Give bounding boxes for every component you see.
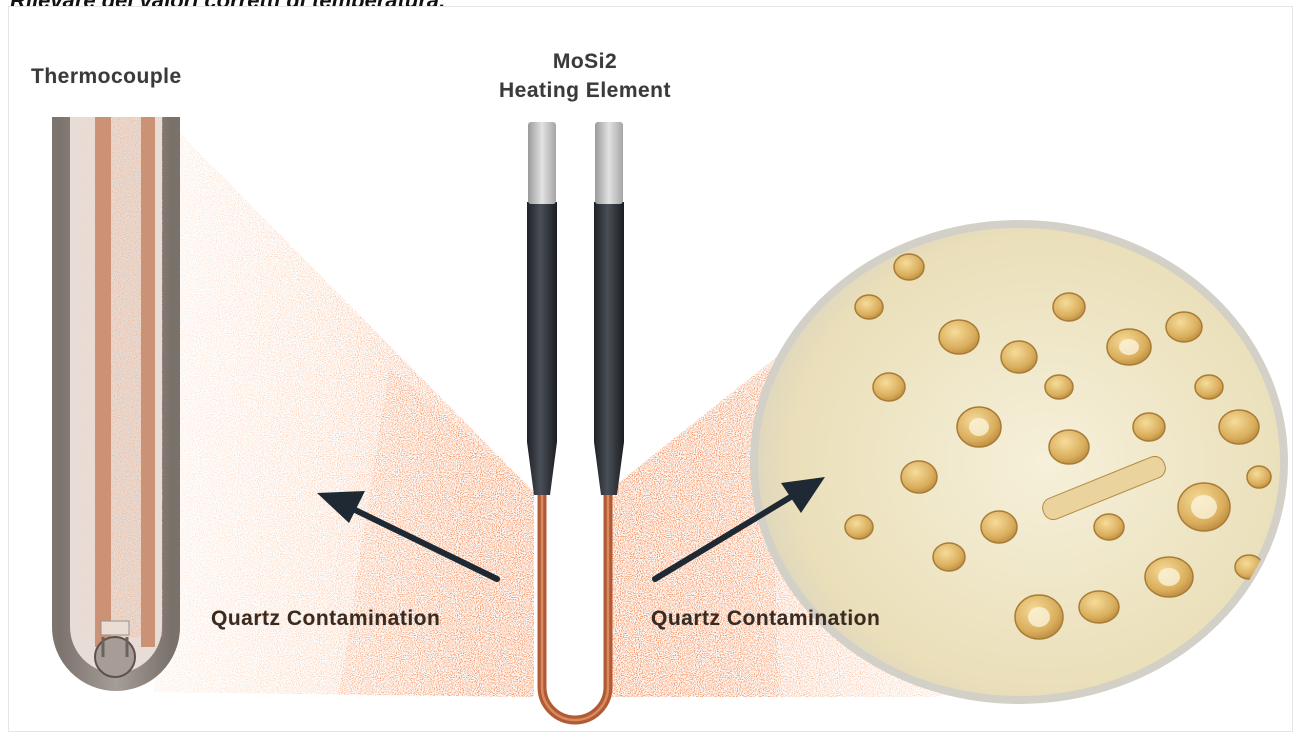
heating-element-label: MoSi2 Heating Element — [465, 47, 705, 105]
thermocouple-label: Thermocouple — [31, 65, 182, 89]
quartz-contamination-left-label: Quartz Contamination — [211, 607, 440, 631]
heating-element-label-line2: Heating Element — [465, 76, 705, 105]
diagram-frame: Thermocouple MoSi2 Heating Element Quart… — [8, 6, 1293, 732]
quartz-contamination-right-label: Quartz Contamination — [651, 607, 880, 631]
heating-element-label-line1: MoSi2 — [465, 47, 705, 76]
thermocouple-probe — [61, 117, 171, 682]
mosi2-heating-element — [527, 122, 624, 720]
